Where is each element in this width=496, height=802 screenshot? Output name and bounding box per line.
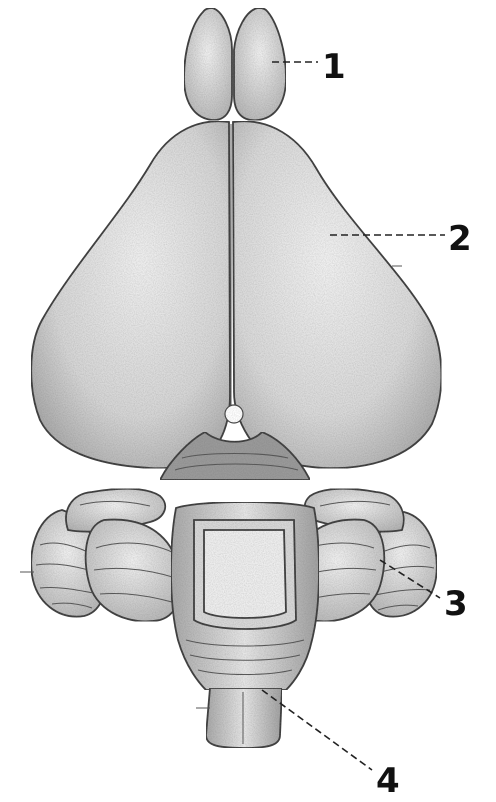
label-2: 2 — [448, 219, 472, 259]
label-4: 4 — [376, 761, 400, 801]
brainstem — [171, 502, 319, 690]
cerebral-hemispheres — [31, 121, 441, 468]
label-1: 1 — [322, 47, 346, 87]
label-3: 3 — [444, 584, 468, 624]
olfactory-bulbs — [184, 8, 286, 120]
